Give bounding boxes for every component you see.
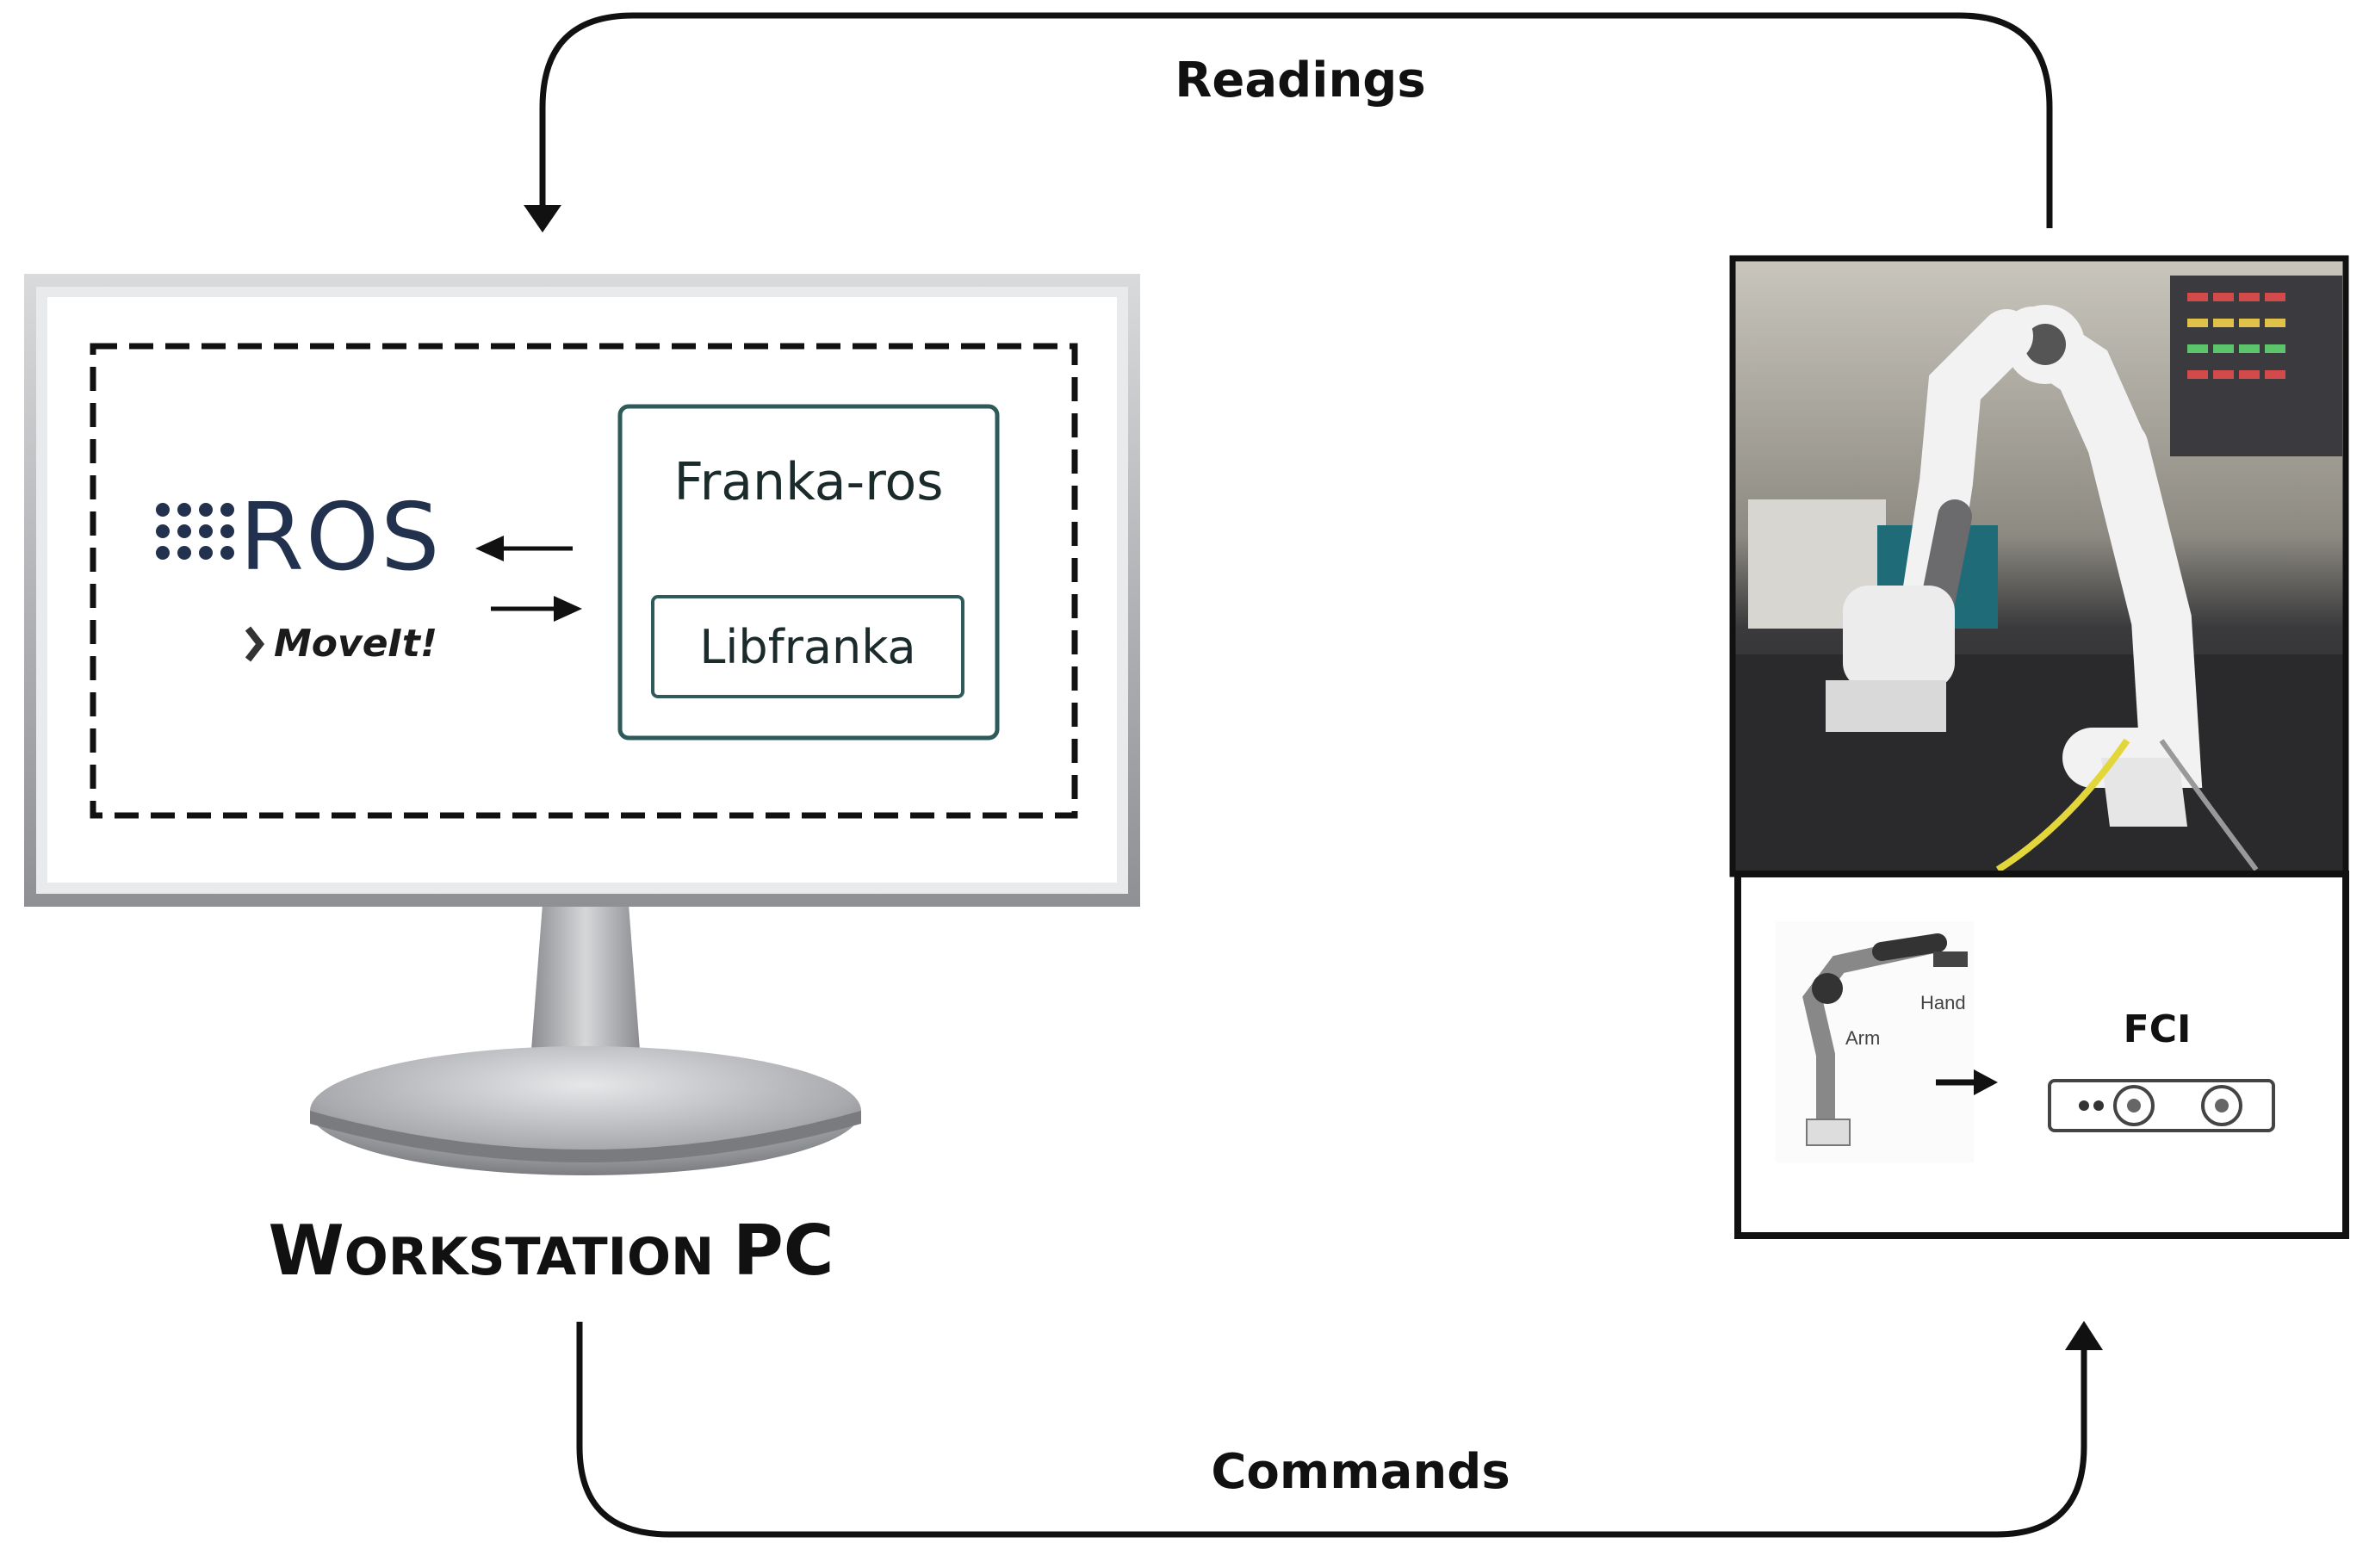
robot-arm-schematic-icon: Arm Hand bbox=[1776, 921, 1974, 1162]
franka-ros-label: Franka-ros bbox=[673, 452, 943, 512]
readings-label: Readings bbox=[1175, 53, 1425, 108]
ros-dots-icon bbox=[156, 503, 234, 560]
commands-arrow bbox=[576, 1321, 2103, 1538]
arm-label: Arm bbox=[1845, 1027, 1880, 1049]
moveit-logo: MoveIt! bbox=[245, 622, 437, 666]
commands-label: Commands bbox=[1211, 1444, 1510, 1500]
moveit-chevron-icon bbox=[245, 626, 265, 662]
software-stack-box bbox=[90, 343, 1078, 819]
moveit-logo-text: MoveIt! bbox=[274, 622, 437, 666]
ros-logo: ROS bbox=[156, 484, 442, 592]
workstation-pc-label: WORKSTATION PC bbox=[268, 1211, 834, 1291]
robot-panel bbox=[1729, 255, 2349, 1239]
libfranka-label: Libfranka bbox=[699, 620, 915, 674]
fci-label: FCI bbox=[2124, 1007, 2192, 1051]
schematic-to-fci-arrow bbox=[1936, 1069, 1998, 1095]
workstation-pc: PC bbox=[733, 1211, 834, 1291]
workstation-small-caps: ORKSTATION bbox=[344, 1227, 714, 1287]
workstation-big-letter: W bbox=[268, 1211, 344, 1291]
libfranka-box bbox=[651, 595, 964, 698]
hand-label: Hand bbox=[1920, 992, 1966, 1013]
readings-arrow bbox=[524, 12, 2053, 232]
fci-controller-icon bbox=[2048, 1079, 2275, 1132]
ros-franka-arrows bbox=[475, 536, 582, 622]
ros-logo-text: ROS bbox=[239, 484, 442, 592]
